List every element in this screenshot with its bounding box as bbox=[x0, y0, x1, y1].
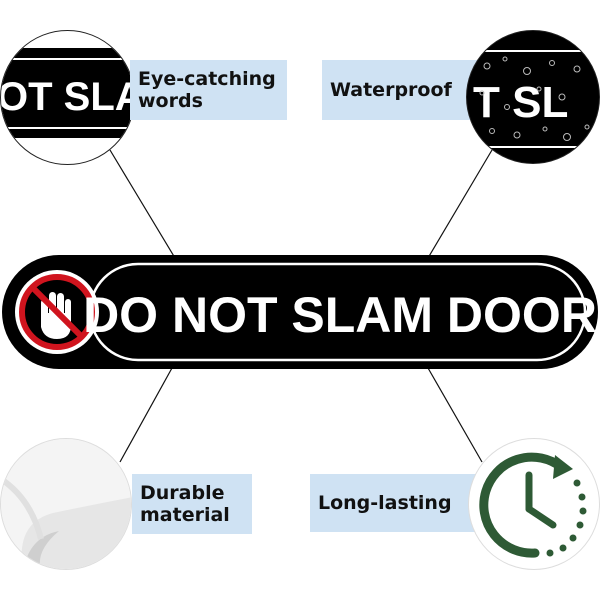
connector-line bbox=[119, 367, 173, 463]
zoom-text: T SL bbox=[473, 78, 568, 127]
feature-label-line: Durable bbox=[140, 482, 225, 504]
feature-label-durable: Durable material bbox=[132, 474, 252, 534]
feature-label-line: Waterproof bbox=[330, 79, 452, 101]
feature-label-line: material bbox=[140, 504, 230, 526]
zoom-circle-words: OT SLA bbox=[0, 30, 135, 165]
feature-label-eye-catching: Eye-catching words bbox=[130, 60, 287, 120]
zoom-circle-clock bbox=[468, 438, 600, 570]
connector-line bbox=[427, 149, 493, 259]
feature-label-line: Eye-catching bbox=[138, 68, 276, 90]
door-sign: DO NOT SLAM DOOR bbox=[2, 255, 598, 369]
zoom-text: OT SLA bbox=[1, 75, 135, 119]
feature-label-line: words bbox=[138, 90, 203, 112]
zoom-circle-waterproof: T SL bbox=[466, 30, 600, 164]
connector-line bbox=[109, 149, 176, 259]
feature-label-long-lasting: Long-lasting bbox=[310, 474, 480, 532]
feature-label-line: Long-lasting bbox=[318, 492, 452, 514]
connector-line bbox=[427, 367, 483, 463]
water-droplets: T SL bbox=[467, 50, 599, 148]
peeling-sticker-icon bbox=[1, 439, 131, 569]
sign-text: DO NOT SLAM DOOR bbox=[83, 287, 597, 343]
clock-arrow-icon bbox=[479, 452, 587, 558]
zoom-circle-material bbox=[0, 438, 132, 570]
zoomed-sign-text: OT SLA bbox=[1, 48, 135, 138]
feature-label-waterproof: Waterproof bbox=[322, 60, 482, 120]
no-hand-icon bbox=[15, 270, 99, 354]
